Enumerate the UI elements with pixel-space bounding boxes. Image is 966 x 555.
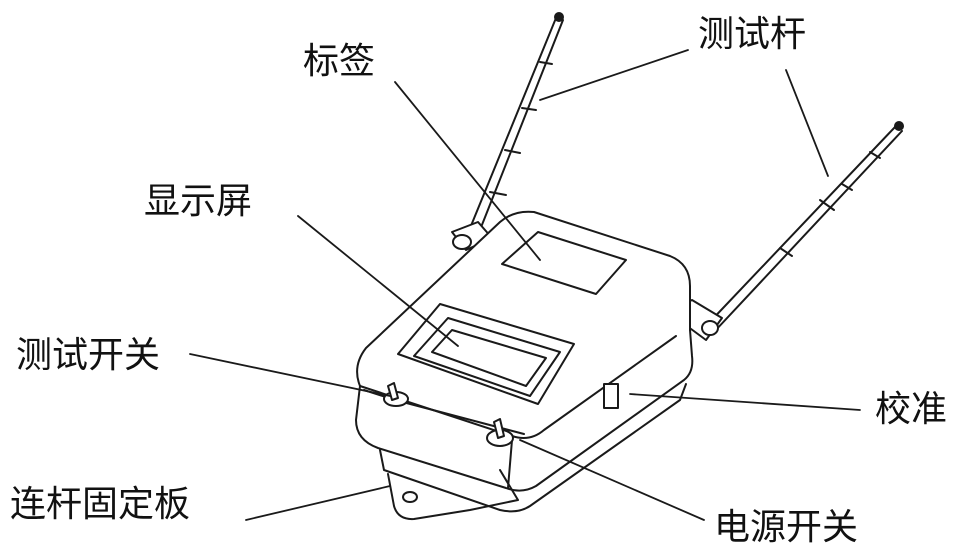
leader-right-rod <box>785 69 829 177</box>
leader-plate <box>245 485 391 521</box>
power-switch-text: 电源开关 <box>714 507 859 548</box>
leader-left-rod <box>539 49 689 101</box>
test-switch <box>383 382 409 407</box>
display-screen-text: 显示屏 <box>144 181 253 222</box>
left-test-rod <box>451 12 564 251</box>
test-rod-text: 测试杆 <box>698 14 807 55</box>
link-plate-text: 连杆固定板 <box>10 484 191 525</box>
leader-label <box>394 81 541 261</box>
right-test-rod <box>665 121 904 341</box>
leader-display <box>297 215 459 347</box>
device-housing <box>355 210 694 513</box>
label-tag-text: 标签 <box>303 41 376 82</box>
leader-power-switch <box>519 439 705 521</box>
link-fixing-plate <box>387 469 519 521</box>
leader-lines <box>189 49 861 521</box>
power-switch <box>486 418 514 447</box>
leader-test-switch <box>189 353 391 397</box>
leader-calibration <box>629 393 861 411</box>
test-switch-text: 测试开关 <box>16 335 161 376</box>
calibration-text: 校准 <box>875 389 948 430</box>
